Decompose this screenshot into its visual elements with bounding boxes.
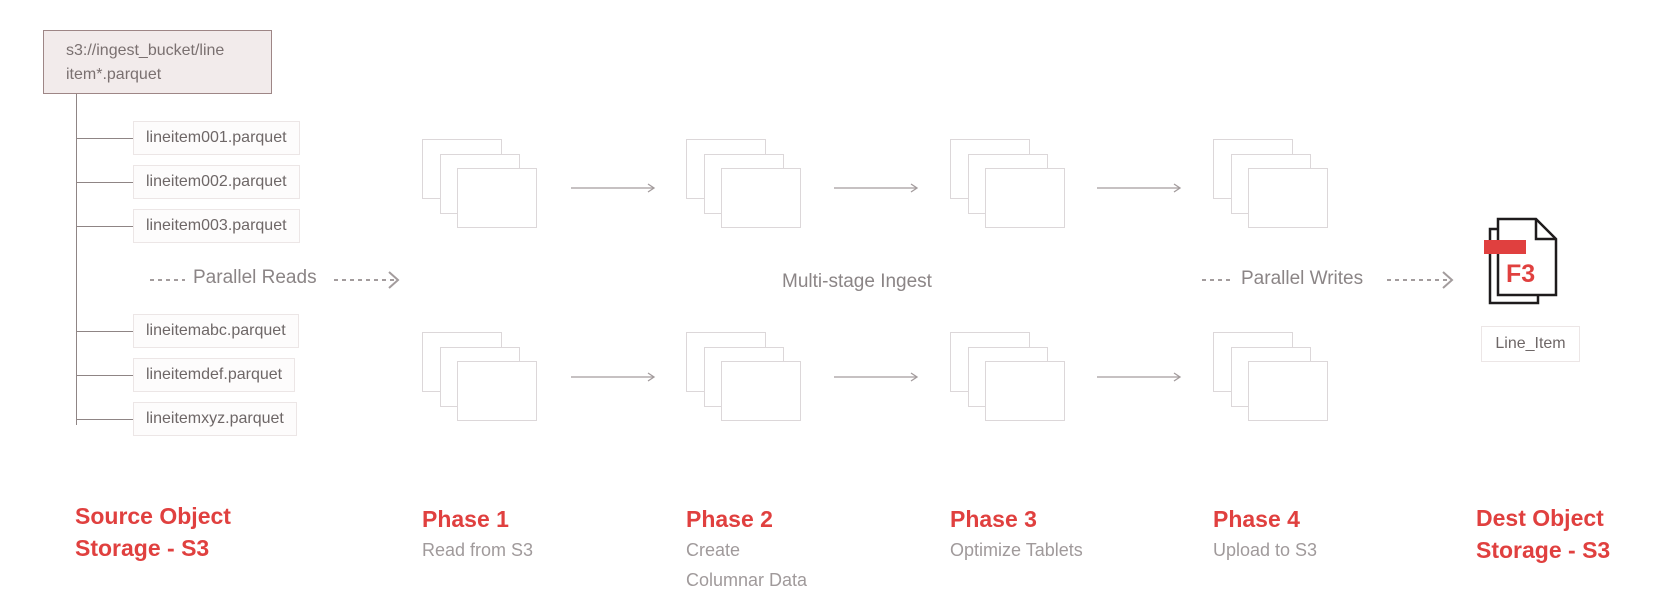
page-stack-icon [686, 139, 804, 231]
phase-title: Phase 1 [422, 506, 509, 532]
dest-storage-title: Dest Object Storage - S3 [1476, 505, 1611, 563]
phase-title: Phase 2 [686, 506, 773, 532]
tree-trunk-line [76, 94, 77, 425]
tree-branch-line [76, 419, 133, 420]
tree-branch-line [76, 226, 133, 227]
phase-subtitle: Create Columnar Data [686, 540, 808, 590]
page-stack-icon [950, 332, 1068, 424]
source-file-item: lineitemdef.parquet [133, 358, 296, 392]
f3-file-icon: F3 [1484, 217, 1558, 305]
source-file-item: lineitemxyz.parquet [133, 402, 297, 436]
phase-4-caption: Phase 4 Upload to S3 [1213, 503, 1317, 565]
parallel-writes-label: Parallel Writes [1241, 268, 1364, 289]
page-stack-icon [422, 139, 540, 231]
page-stack-icon [1213, 332, 1331, 424]
tree-branch-line [76, 182, 133, 183]
page-stack-icon [422, 332, 540, 424]
source-file-item: lineitem001.parquet [133, 121, 300, 155]
tree-branch-line [76, 375, 133, 376]
multi-stage-ingest-label: Multi-stage Ingest [782, 271, 932, 292]
phase-subtitle: Optimize Tablets [950, 540, 1083, 560]
source-file-item: lineitemabc.parquet [133, 314, 299, 348]
f3-logo-text: F3 [1506, 260, 1535, 288]
phase-title: Phase 4 [1213, 506, 1300, 532]
phase-1-caption: Phase 1 Read from S3 [422, 503, 533, 565]
page-stack-icon [1213, 139, 1331, 231]
phase-title: Phase 3 [950, 506, 1037, 532]
source-storage-title: Source Object Storage - S3 [75, 503, 231, 561]
tree-branch-line [76, 331, 133, 332]
phase-subtitle: Read from S3 [422, 540, 534, 560]
page-stack-icon [686, 332, 804, 424]
source-file-item: lineitem003.parquet [133, 209, 300, 243]
phase-subtitle: Upload to S3 [1213, 540, 1318, 560]
parallel-reads-label: Parallel Reads [193, 267, 317, 288]
source-bucket-box: s3://ingest_bucket/line item*.parquet [43, 30, 272, 94]
source-file-item: lineitem002.parquet [133, 165, 300, 199]
tree-branch-line [76, 138, 133, 139]
parallel-writes-arrowhead [1442, 271, 1454, 289]
dest-table-label: Line_Item [1481, 326, 1580, 362]
parallel-reads-arrowhead [388, 271, 400, 289]
page-stack-icon [950, 139, 1068, 231]
phase-2-caption: Phase 2 Create Columnar Data [686, 503, 807, 595]
phase-3-caption: Phase 3 Optimize Tablets [950, 503, 1083, 565]
